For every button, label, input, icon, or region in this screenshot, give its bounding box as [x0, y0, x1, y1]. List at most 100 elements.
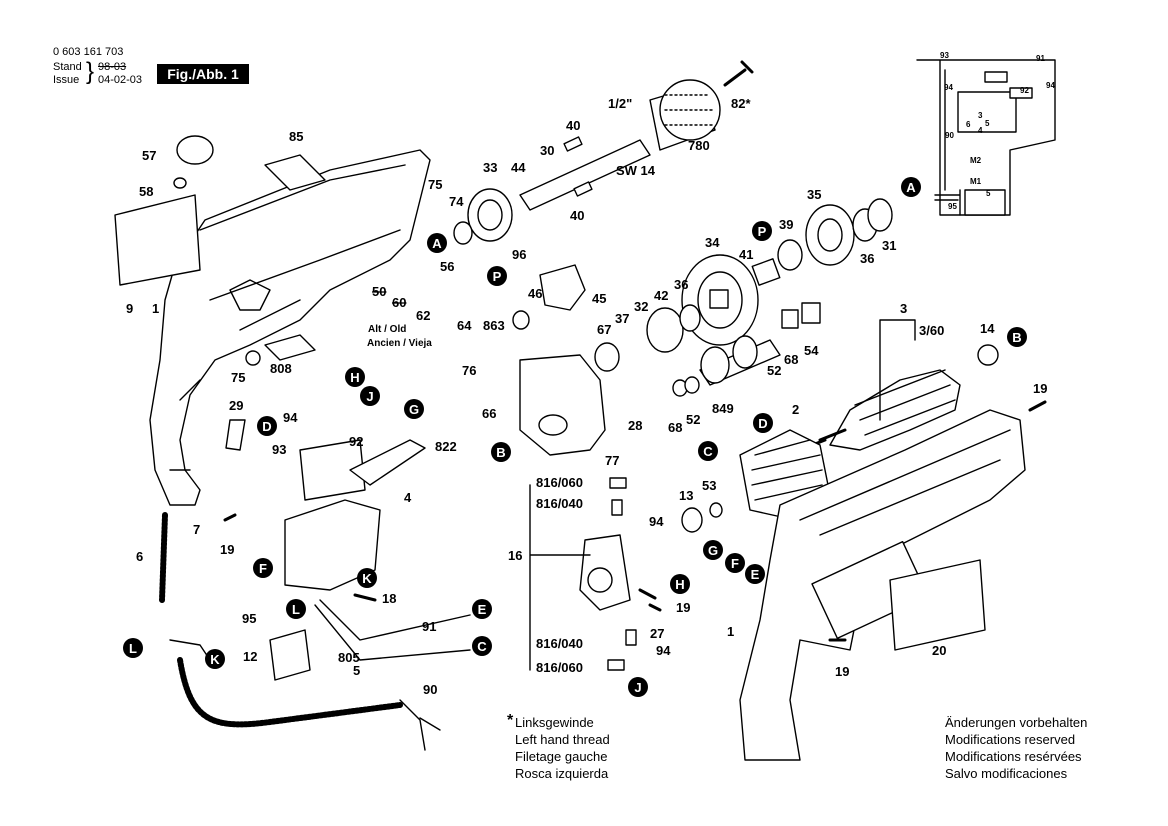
- circle-A2: A: [901, 177, 921, 197]
- spindle-30: [519, 139, 651, 211]
- label-n780: 780: [688, 138, 710, 153]
- circle-F1: F: [725, 553, 745, 573]
- circle-G1: G: [404, 399, 424, 419]
- label-n14: 14: [980, 321, 995, 336]
- circle-F2: F: [253, 558, 273, 578]
- figure-badge: Fig./Abb. 1: [157, 64, 249, 84]
- depth-knob: [176, 135, 214, 165]
- circle-H1: H: [345, 367, 365, 387]
- label-n20: 20: [932, 643, 946, 658]
- svg-text:L: L: [292, 602, 300, 617]
- label-n52b: 52: [686, 412, 700, 427]
- svg-text:L: L: [129, 641, 137, 656]
- label-816-060b: 816/060: [536, 660, 583, 675]
- label-n28: 28: [628, 418, 642, 433]
- circle-K1: K: [357, 568, 377, 588]
- svg-text:K: K: [210, 652, 220, 667]
- label-n54: 54: [804, 343, 819, 358]
- wiring-91: 91: [1036, 54, 1045, 63]
- label-n18: 18: [382, 591, 396, 606]
- label-n44: 44: [511, 160, 526, 175]
- housing-right: [739, 409, 1026, 761]
- label-n13: 13: [679, 488, 693, 503]
- label-n95: 95: [242, 611, 256, 626]
- label-plate-20: [889, 559, 986, 651]
- svg-text:C: C: [477, 639, 487, 654]
- label-n19d: 19: [835, 664, 849, 679]
- label-n40b: 40: [570, 208, 584, 223]
- wiring-94a: 94: [944, 83, 953, 92]
- svg-text:P: P: [493, 269, 502, 284]
- circle-B2: B: [1007, 327, 1027, 347]
- footnote-line-1: Linksgewinde: [515, 715, 594, 730]
- wiring-diagram: [916, 59, 1056, 216]
- label-n2: 2: [792, 402, 799, 417]
- issue-label: Issue: [53, 74, 80, 86]
- wiring-92: 92: [1020, 86, 1029, 95]
- circle-L2: L: [123, 638, 143, 658]
- svg-text:B: B: [496, 445, 505, 460]
- stand-value: 98-03: [98, 61, 127, 73]
- label-n9: 9: [126, 301, 133, 316]
- wiring-m1: M1: [970, 177, 982, 186]
- ball-bearing-33: [467, 188, 513, 242]
- svg-text:A: A: [432, 236, 442, 251]
- label-n57: 57: [142, 148, 156, 163]
- label-n27: 27: [650, 626, 664, 641]
- circle-C1: C: [698, 441, 718, 461]
- svg-text:J: J: [634, 680, 641, 695]
- circle-L1: L: [286, 599, 306, 619]
- circle-E2: E: [472, 599, 492, 619]
- circle-C2: C: [472, 636, 492, 656]
- modifications-line-2: Modifications reserved: [945, 732, 1076, 747]
- label-n37: 37: [615, 311, 629, 326]
- svg-text:B: B: [1012, 330, 1021, 345]
- modifications-line-3: Modifications resérvées: [945, 749, 1082, 764]
- label-n31: 31: [882, 238, 896, 253]
- svg-text:H: H: [675, 577, 684, 592]
- power-cord-5: [159, 512, 168, 603]
- label-n90: 90: [423, 682, 437, 697]
- label-n3: 3: [900, 301, 907, 316]
- svg-text:C: C: [703, 444, 713, 459]
- circle-D1: D: [753, 413, 773, 433]
- svg-text:D: D: [758, 416, 767, 431]
- label-816-040b: 816/040: [536, 636, 583, 651]
- circle-B1: B: [491, 442, 511, 462]
- label-n77: 77: [605, 453, 619, 468]
- label-n92: 92: [349, 434, 363, 449]
- label-n94a: 94: [283, 410, 298, 425]
- wiring-6: 6: [966, 120, 971, 129]
- switch-4: [284, 499, 381, 591]
- wiring-5: 5: [985, 119, 990, 128]
- label-n68b: 68: [668, 420, 682, 435]
- circle-E1: E: [745, 564, 765, 584]
- svg-text:G: G: [409, 402, 419, 417]
- gear-housing-66: [519, 354, 606, 456]
- footnote-line-4: Rosca izquierda: [515, 766, 609, 781]
- cover-plate-85: [264, 154, 326, 191]
- svg-text:E: E: [751, 567, 760, 582]
- label-n6: 6: [136, 549, 143, 564]
- svg-text:E: E: [478, 602, 487, 617]
- label-n46: 46: [528, 286, 542, 301]
- label-n85: 85: [289, 129, 303, 144]
- circle-A1: A: [427, 233, 447, 253]
- label-n863: 863: [483, 318, 505, 333]
- wiring-4: 4: [978, 126, 983, 135]
- label-n41: 41: [739, 247, 753, 262]
- circle-G2: G: [703, 540, 723, 560]
- label-n1: 1: [152, 301, 159, 316]
- label-half-inch: 1/2": [608, 96, 632, 111]
- svg-text:G: G: [708, 543, 718, 558]
- label-n62: 62: [416, 308, 430, 323]
- label-n67: 67: [597, 322, 611, 337]
- svg-text:F: F: [259, 561, 267, 576]
- footnote-line-3: Filetage gauche: [515, 749, 608, 764]
- footnote-line-2: Left hand thread: [515, 732, 610, 747]
- label-n94c: 94: [656, 643, 671, 658]
- label-n52a: 52: [767, 363, 781, 378]
- label-n36a: 36: [860, 251, 874, 266]
- label-n33: 33: [483, 160, 497, 175]
